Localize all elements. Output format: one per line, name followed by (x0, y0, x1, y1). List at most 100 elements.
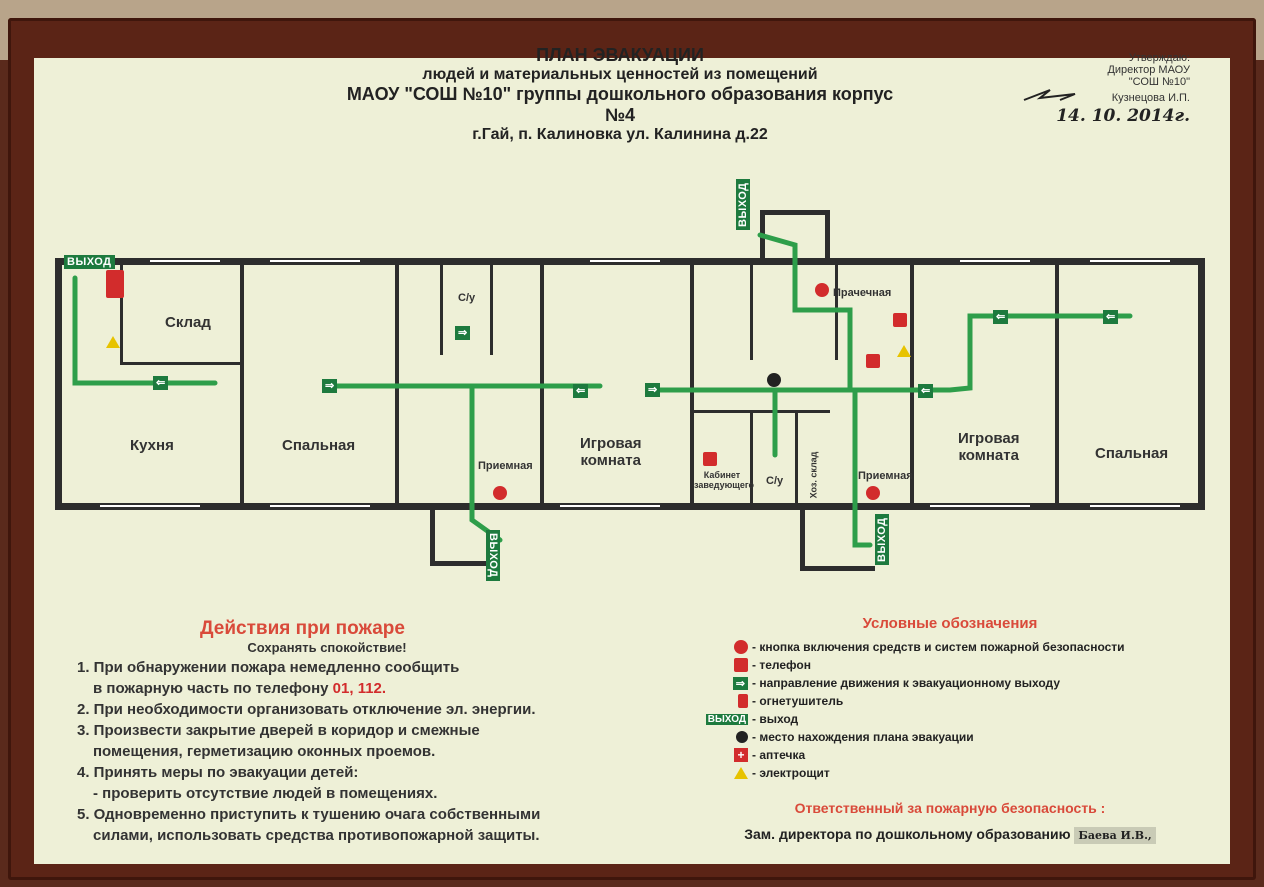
action-5-line2: силами, использовать средства противопож… (93, 827, 540, 844)
phone-icon (734, 658, 748, 672)
room-kabinet: Кабинет заведующего (694, 470, 755, 490)
responsible-name: Баева И.В., (1074, 827, 1156, 844)
actions-calm: Сохранять спокойствие! (247, 640, 407, 655)
route-sign-arrow-icon: ⇒ (645, 383, 661, 397)
approval-line-3: "СОШ №10" (1128, 76, 1190, 88)
room-su-2: С/у (766, 475, 784, 487)
evacuation-routes (72, 232, 1133, 548)
first-aid-icon: + (734, 748, 748, 762)
exit-sign-3: ВЫХОД (486, 530, 500, 581)
legend-symbol: + (700, 748, 748, 762)
legend-symbol (700, 694, 748, 708)
plan-title: ПЛАН ЭВАКУАЦИИ людей и материальных ценн… (330, 45, 910, 144)
actions-list: Сохранять спокойствие! 1. При обнаружени… (47, 640, 607, 848)
legend: Условные обозначения - кнопка включения … (700, 615, 1200, 782)
action-5-line1: 5. Одновременно приступить к тушению оча… (77, 806, 541, 823)
route-sign-arrow-icon: ⇒ (322, 379, 338, 393)
route-sign-arrow-icon: ⇐ (1103, 310, 1119, 324)
phone-icon (703, 452, 717, 466)
title-line-4: г.Гай, п. Калиновка ул. Калинина д.22 (472, 126, 768, 143)
signature-icon (1023, 89, 1076, 101)
legend-symbol: ⇒ (700, 676, 748, 690)
extinguisher-icon (738, 694, 748, 708)
approval-line-4: Кузнецова И.П. (1111, 92, 1190, 104)
action-2: 2. При необходимости организовать отключ… (77, 701, 536, 718)
room-igrovaya-2-line2: комната (958, 447, 1019, 464)
action-1-line2: в пожарную часть по телефону 01, 112. (47, 680, 607, 698)
emergency-phones: 01, 112. (332, 680, 387, 697)
title-line-3: МАОУ "СОШ №10" группы дошкольного образо… (346, 84, 894, 125)
exit-sign-icon: ВЫХОД (705, 713, 748, 725)
room-sklad: Склад (165, 314, 211, 331)
room-spalnaya-1: Спальная (282, 437, 356, 454)
room-igrovaya-1: Игровая комната (580, 435, 641, 469)
legend-item-text: - кнопка включения средств и систем пожа… (752, 640, 1125, 654)
plan-location-icon (736, 731, 748, 743)
approval-date: 14. 10. 2014г. (1056, 106, 1190, 126)
extinguisher-icon (106, 270, 124, 298)
legend-symbol (700, 767, 748, 779)
responsible-role: Зам. директора по дошкольному образовани… (744, 826, 1071, 842)
room-kabinet-line2: заведующего (694, 480, 755, 490)
legend-item: ВЫХОД - выход (700, 710, 1200, 728)
room-igrovaya-2-line1: Игровая (958, 430, 1020, 447)
legend-symbol (700, 640, 748, 654)
first-aid-icon (893, 313, 907, 327)
room-priemnaya-1: Приемная (478, 460, 533, 472)
action-4-line1: 4. Принять меры по эвакуации детей: (77, 764, 359, 781)
approval-line-1: Утверждаю: (1128, 52, 1190, 64)
action-4-line2: - проверить отсутствие людей в помещения… (93, 785, 438, 802)
room-hoz-sklad: Хоз. склад (808, 451, 819, 499)
evacuation-plan-sheet (34, 58, 1230, 864)
action-1-text: в пожарную часть по телефону (93, 680, 329, 697)
title-line-2: людей и материальных ценностей из помеще… (422, 66, 818, 83)
room-igrovaya-1-line1: Игровая (580, 435, 642, 452)
legend-item: - телефон (700, 656, 1200, 674)
responsible-block: Ответственный за пожарную безопасность :… (700, 800, 1200, 844)
legend-item: - электрощит (700, 764, 1200, 782)
responsible-line: Зам. директора по дошкольному образовани… (700, 826, 1200, 844)
room-prachechnaya: Прачечная (833, 287, 892, 299)
plan-location-marker (767, 373, 781, 387)
legend-item-text: - огнетушитель (752, 694, 844, 708)
extinguisher-icon (866, 354, 880, 368)
exit-sign-2: ВЫХОД (736, 179, 750, 230)
fire-alarm-button-icon (734, 640, 748, 654)
room-igrovaya-1-line2: комната (580, 452, 641, 469)
action-3-line1: 3. Произвести закрытие дверей в коридор … (77, 722, 480, 739)
room-spalnaya-2: Спальная (1095, 445, 1169, 462)
approval-stamp: Утверждаю: Директор МАОУ "СОШ №10" Кузне… (1010, 52, 1190, 126)
actions-heading: Действия при пожаре (200, 618, 405, 639)
exit-sign-4: ВЫХОД (875, 514, 889, 565)
route-sign-arrow-icon: ⇐ (573, 384, 589, 398)
room-priemnaya-2: Приемная (858, 470, 913, 482)
electrical-panel-icon (106, 336, 120, 348)
electrical-panel-icon (734, 767, 748, 779)
route-sign-arrow-icon: ⇐ (918, 384, 934, 398)
route-sign-arrow-icon: ⇐ (153, 376, 169, 390)
action-1-line1: 1. При обнаружении пожара немедленно соо… (77, 659, 460, 676)
room-igrovaya-2: Игровая комната (958, 430, 1019, 464)
fire-alarm-button-icon (493, 486, 507, 500)
route-sign-arrow-icon: ⇒ (732, 676, 748, 690)
legend-heading: Условные обозначения (862, 615, 1038, 632)
fire-alarm-button-icon (815, 283, 829, 297)
legend-item: + - аптечка (700, 746, 1200, 764)
floor-plan (55, 210, 1205, 571)
legend-item-text: - выход (752, 712, 799, 726)
approval-line-2: Директор МАОУ (1107, 64, 1190, 76)
route-sign-arrow-icon: ⇐ (993, 310, 1009, 324)
legend-symbol (700, 731, 748, 743)
action-3-line2: помещения, герметизацию оконных проемов. (93, 743, 436, 760)
legend-symbol (700, 658, 748, 672)
walls (55, 210, 1205, 571)
responsible-heading: Ответственный за пожарную безопасность : (794, 800, 1106, 816)
legend-item: ⇒ - направление движения к эвакуационном… (700, 674, 1200, 692)
legend-item: - огнетушитель (700, 692, 1200, 710)
legend-item-text: - телефон (752, 658, 811, 672)
legend-symbol: ВЫХОД (700, 713, 748, 725)
windows (100, 260, 1180, 507)
legend-item-text: - место нахождения плана эвакуации (752, 730, 974, 744)
exit-sign-1: ВЫХОД (64, 255, 115, 269)
title-line-1: ПЛАН ЭВАКУАЦИИ (536, 45, 704, 65)
